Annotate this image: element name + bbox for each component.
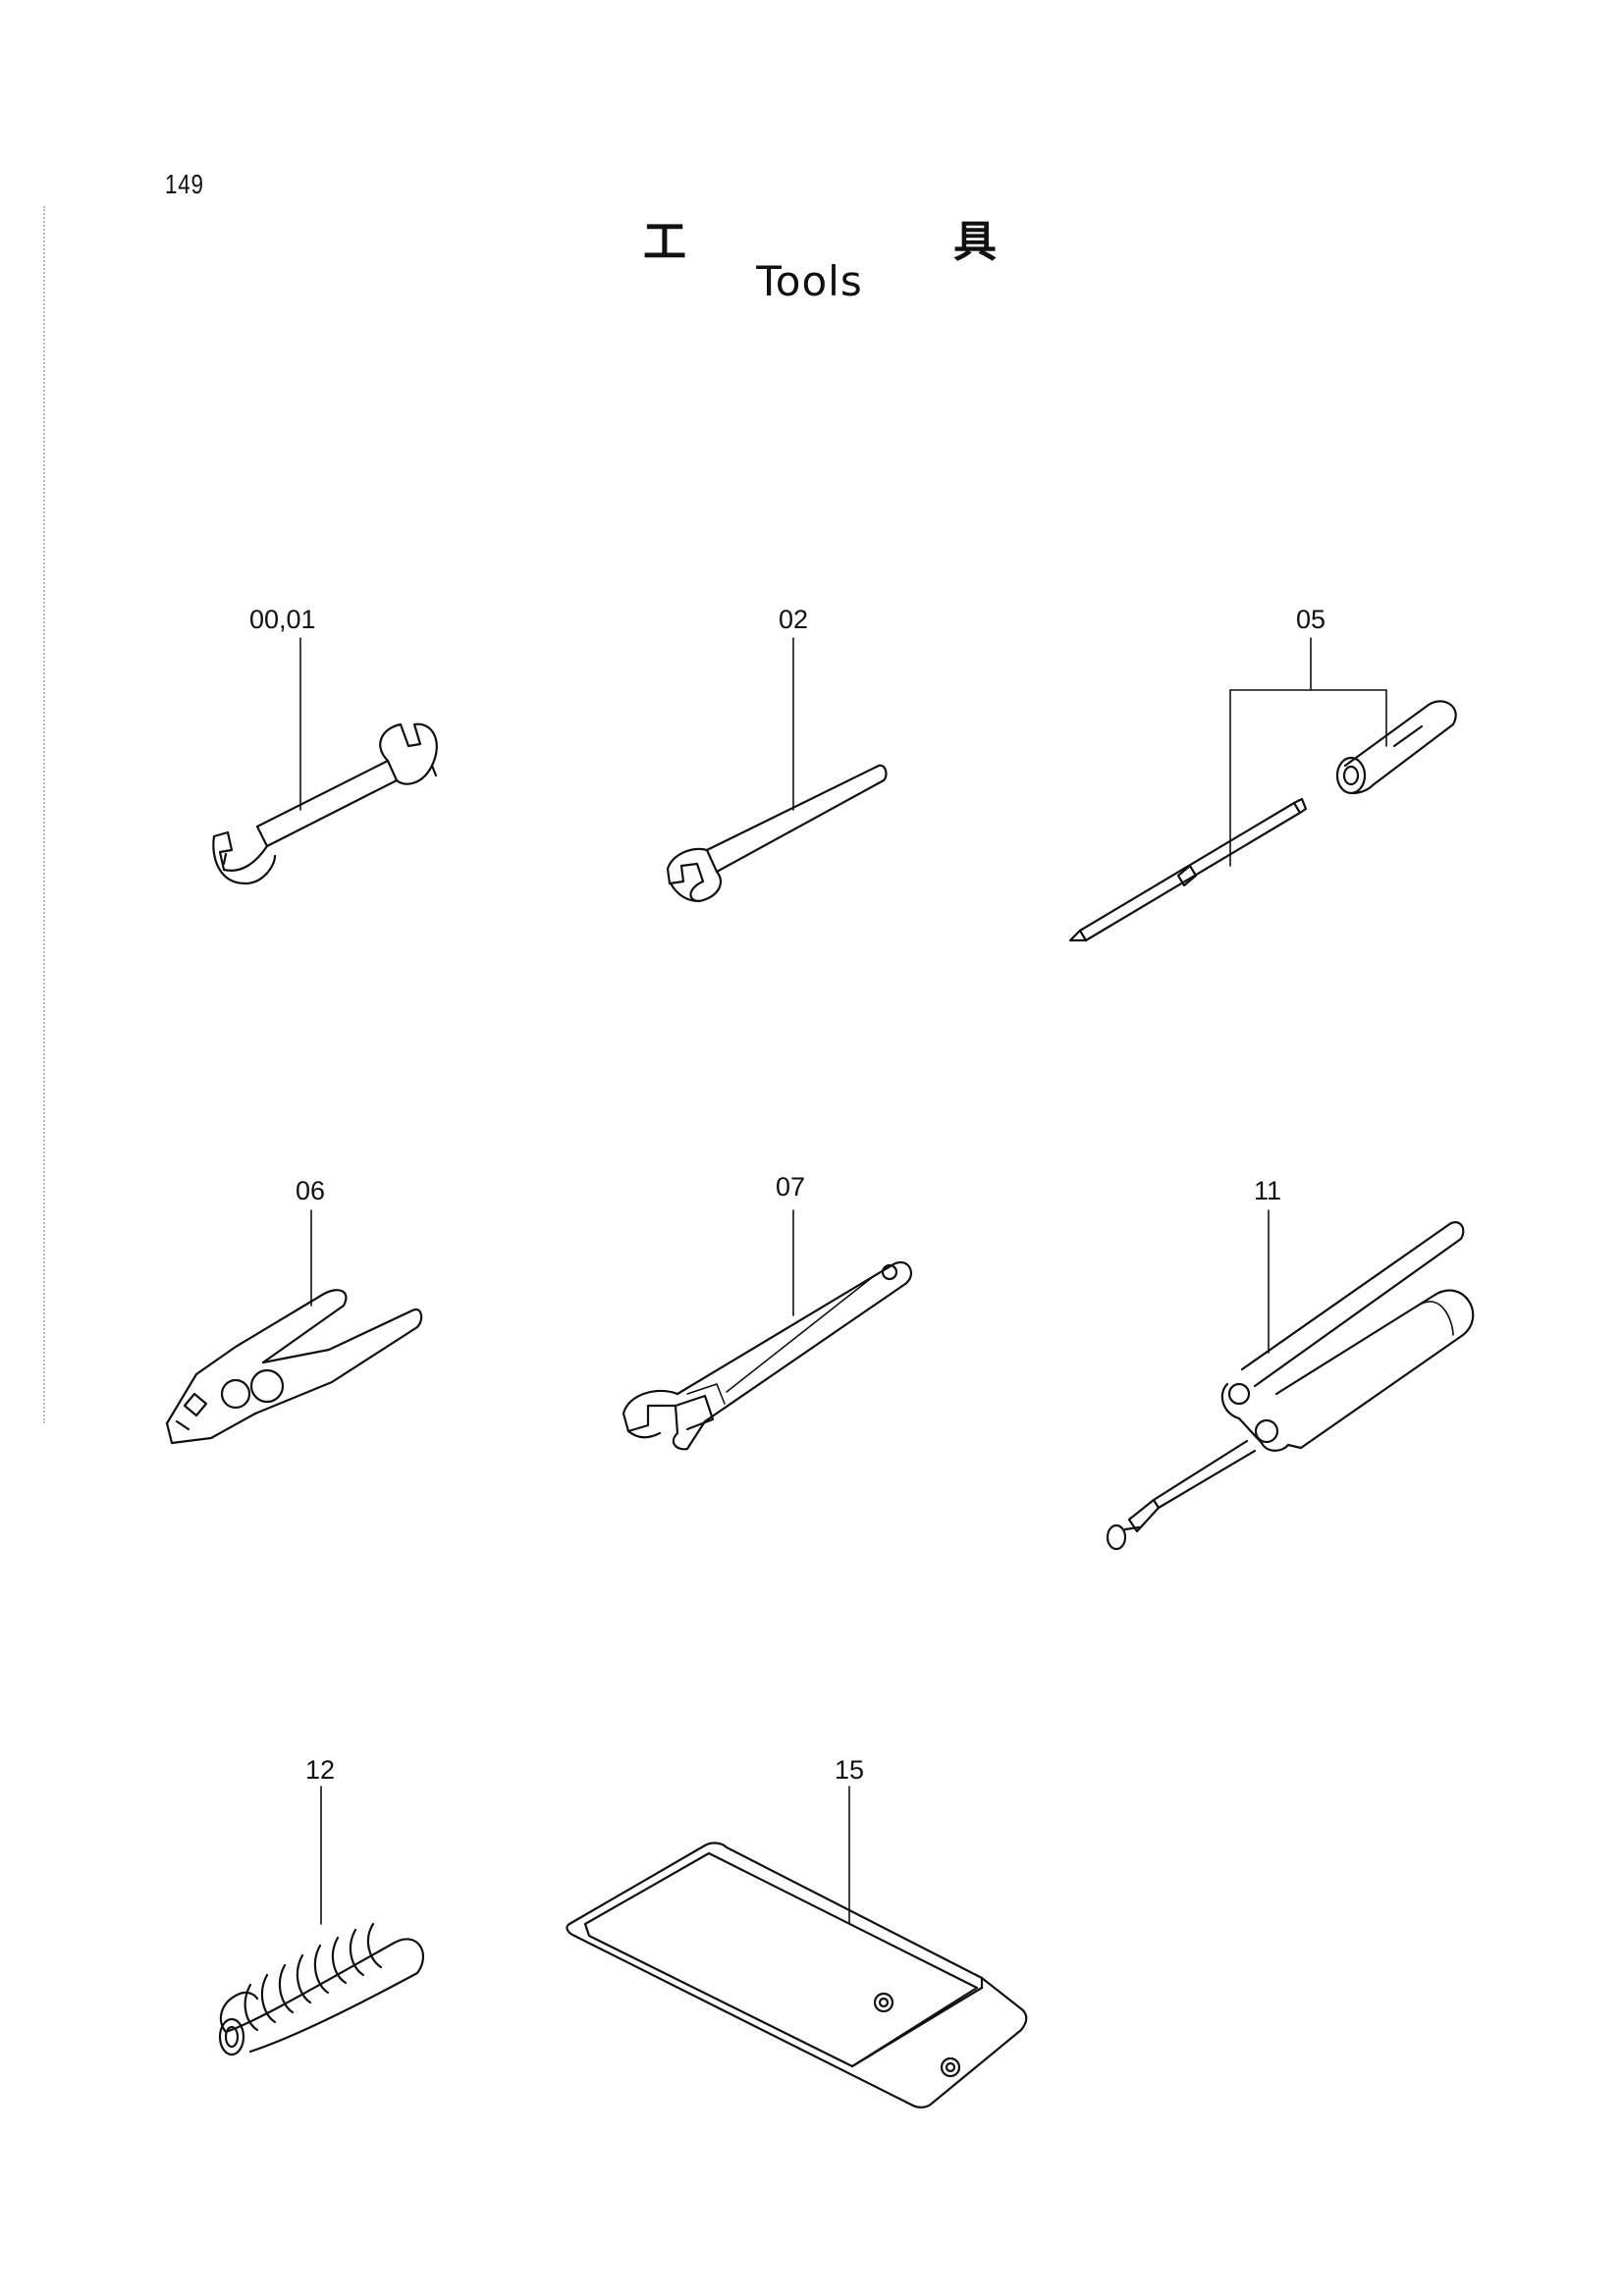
callout-05: 05 (1296, 605, 1325, 634)
callout-00-01: 00,01 (249, 605, 316, 634)
callout-15: 15 (835, 1755, 864, 1785)
page-number: 149 (165, 169, 204, 199)
callout-12: 12 (305, 1755, 335, 1785)
title-jp-char-2: 具 (953, 217, 997, 267)
title-jp-char-1: 工 (643, 217, 686, 267)
title-en-text: Tools (756, 257, 863, 305)
callout-07: 07 (776, 1172, 805, 1201)
pliers-illustration (165, 1209, 423, 1445)
callout-06: 06 (296, 1176, 325, 1205)
page-title-jp: 工 具 (643, 206, 997, 269)
callout-02: 02 (779, 605, 808, 634)
rubber-boot-illustration (218, 1786, 425, 2056)
tool-bag-illustration (566, 1786, 1028, 2109)
double-wrench-illustration (212, 637, 438, 885)
grease-gun-illustration (1106, 1209, 1475, 1551)
single-wrench-illustration (666, 637, 888, 903)
callout-11: 11 (1254, 1176, 1281, 1205)
page-title-en: Tools (0, 257, 1623, 305)
screwdriver-illustration (1068, 637, 1457, 942)
adjustable-wrench-illustration (622, 1209, 912, 1451)
scan-edge-marks (43, 206, 49, 1423)
